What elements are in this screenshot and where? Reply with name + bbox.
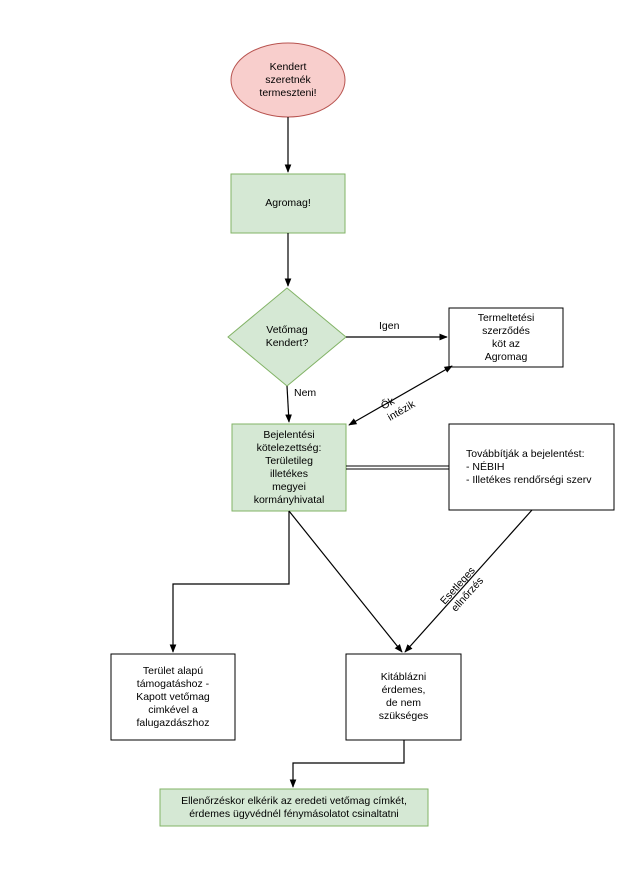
edge-report-sign [288, 510, 403, 653]
sign-node [345, 653, 462, 741]
start-label: Kendert szeretnék termeszteni! [259, 60, 317, 99]
edge-contract-report [348, 365, 453, 426]
forward-label: Továbbítják a bejelentést: - NÉBIH - Ill… [466, 447, 592, 486]
check-label: Ellenőrzéskor elkérik az eredeti vetőmag… [181, 794, 407, 820]
edge-label-igen: Igen [379, 320, 400, 332]
agromag-node [230, 173, 346, 234]
sign-label: Kitáblázni érdemes, de nem szükséges [378, 671, 429, 722]
edge-label-nem: Nem [294, 387, 317, 399]
check-node [159, 788, 429, 827]
edge-decision-report [285, 385, 292, 423]
report-node [231, 423, 347, 512]
contract-node [448, 307, 564, 368]
report-label: Bejelentési kötelezettség: Területileg i… [253, 428, 325, 506]
edge-forward-sign [404, 509, 533, 653]
decision-label: Vetőmag Kendert? [265, 324, 309, 349]
agromag-label: Agromag! [265, 197, 311, 209]
edge-report-support [169, 511, 290, 653]
contract-label: Termeltetési szerződés köt az Agromag [477, 311, 535, 363]
support-node [110, 653, 236, 741]
edge-sign-check [289, 740, 405, 788]
support-label: Terület alapú támogatáshoz - Kapott vető… [136, 664, 210, 729]
